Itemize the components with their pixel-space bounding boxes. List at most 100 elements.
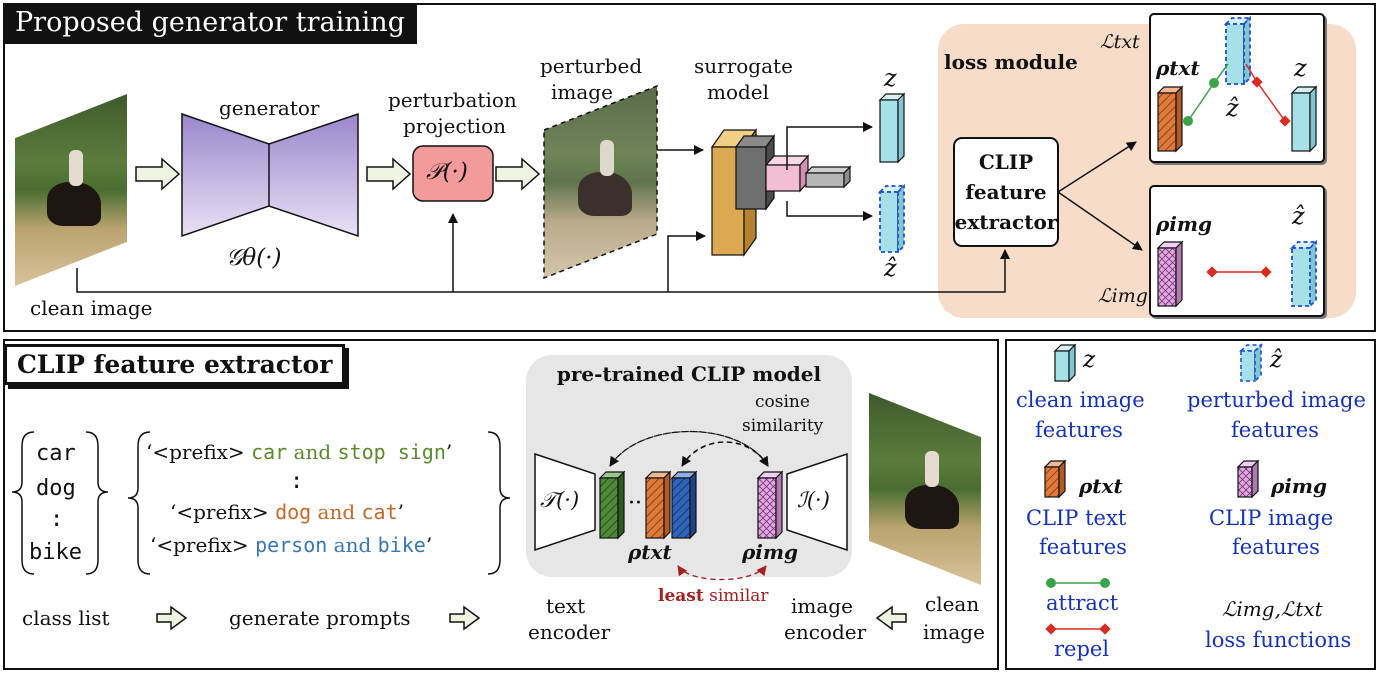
right-brace-icon	[487, 431, 511, 575]
rider-shape-bottom	[925, 451, 939, 487]
rho-img-label-bottom: ρimg	[742, 540, 799, 564]
legend-zhat-symbol: ẑ	[1270, 347, 1283, 373]
prompt-class-a: person	[255, 533, 328, 557]
generator-training-title: Proposed generator training	[3, 3, 417, 44]
generate-prompts-label: generate prompts	[229, 606, 411, 630]
rho-txt-label-top: ρtxt	[1156, 56, 1200, 80]
rider-shape	[69, 150, 83, 186]
prompt-vdots: :	[290, 469, 304, 494]
prompt-class-b: bike	[377, 533, 426, 557]
z-bar-loss-top	[1290, 85, 1318, 153]
legend-rho-txt: ρtxt	[1079, 474, 1123, 498]
text-encoder-label-2: encoder	[528, 620, 611, 644]
legend-perturbed-features-2: features	[1231, 418, 1319, 442]
legend-attract-icon	[1046, 578, 1110, 588]
blue-text-feature-bar	[670, 470, 698, 540]
loss-txt-box	[1149, 13, 1325, 163]
ellipsis-dots: ··	[628, 491, 642, 516]
hollow-arrow-icon	[156, 605, 188, 631]
text-encoder-label-1: text	[546, 594, 586, 618]
prompt-end: ’	[425, 533, 433, 557]
class-dog: dog	[36, 476, 76, 501]
prompt-1: ‘<prefix> car and stop sign’	[146, 440, 452, 464]
text-encoder-shape	[534, 452, 596, 552]
prompt-prefix: ‘<prefix>	[150, 533, 256, 557]
legend-clip-image-1: CLIP image	[1209, 506, 1334, 530]
loss-txt-symbol: ℒtxt	[1100, 31, 1140, 53]
hollow-arrow-icon	[495, 157, 541, 191]
rider-shape-perturbed	[600, 140, 614, 176]
legend-clean-features-2: features	[1035, 418, 1123, 442]
zhat-bar-loss-top	[1223, 15, 1253, 87]
orange-text-feature-bar	[644, 470, 672, 540]
image-encoder-label-2: encoder	[784, 620, 867, 644]
left-brace-icon	[11, 431, 35, 575]
clean-label-2: image	[923, 620, 985, 644]
hollow-arrow-icon	[449, 605, 481, 631]
clean-label-1: clean	[925, 592, 980, 616]
legend-clip-image-2: features	[1232, 535, 1320, 559]
image-encoder-shape	[786, 452, 848, 552]
legend-z-bar-icon	[1053, 343, 1077, 383]
class-list-label: class list	[22, 606, 110, 630]
perturbed-label-1: perturbed	[540, 54, 643, 78]
prompt-3: ‘<prefix> person and bike’	[150, 533, 432, 557]
prompt-class-a: car	[251, 440, 288, 464]
repel-connector-bottom	[1206, 266, 1272, 278]
class-car: car	[36, 441, 76, 466]
legend-attract: attract	[1046, 591, 1119, 615]
projection-symbol: 𝒫(·)	[426, 159, 468, 185]
generator-symbol: 𝒢θ(·)	[226, 245, 282, 271]
class-bike: bike	[29, 540, 82, 565]
legend-clean-features-1: clean image	[1016, 388, 1145, 412]
legend-repel-icon	[1045, 623, 1111, 635]
clip-extractor-label-1: CLIP	[978, 150, 1034, 174]
generator-label: generator	[219, 96, 320, 120]
prompt-prefix: ‘<prefix>	[146, 440, 252, 464]
hollow-arrow-icon	[366, 157, 412, 191]
projection-box	[412, 145, 494, 202]
attract-connector	[1183, 63, 1229, 126]
zhat-label-loss-top: ẑ	[1226, 94, 1239, 122]
clean-image-label: clean image	[30, 296, 153, 320]
perturbed-label-2: image	[551, 80, 613, 104]
legend-rho-img-bar-icon	[1236, 459, 1260, 499]
clip-feature-extractor-title: CLIP feature extractor	[4, 344, 346, 385]
clip-extractor-label-3: extractor	[954, 210, 1058, 234]
legend-repel: repel	[1054, 637, 1110, 661]
zhat-label-loss-bottom: ẑ	[1292, 202, 1305, 230]
image-feature-bar	[756, 470, 784, 540]
prompt-class-a: dog	[275, 500, 312, 524]
repel-connector-top	[1245, 63, 1291, 127]
projection-label-2: projection	[403, 114, 506, 138]
cosine-label-1: cosine	[755, 392, 810, 412]
rho-img-bar-top	[1156, 240, 1184, 308]
projection-label-1: perturbation	[388, 88, 517, 112]
horse-shape-bottom	[905, 485, 959, 529]
horse-shape	[47, 182, 101, 226]
green-text-feature-bar	[598, 470, 626, 540]
image-encoder-label-1: image	[791, 594, 853, 618]
legend-perturbed-features-1: perturbed image	[1187, 388, 1366, 412]
clip-extractor-label-2: feature	[965, 180, 1047, 204]
rho-img-label-top: ρimg	[1156, 212, 1213, 236]
prompt-end: ’	[397, 500, 404, 524]
z-feature-bar	[878, 92, 906, 164]
prompt-and: and	[311, 500, 362, 524]
left-brace-icon	[127, 431, 151, 575]
zhat-bar-loss-bottom	[1289, 239, 1319, 309]
image-encoder-symbol: ℐ(·)	[797, 488, 830, 512]
prompt-class-b: cat	[361, 500, 398, 524]
legend-rho-img: ρimg	[1271, 474, 1328, 498]
legend-panel	[1005, 339, 1376, 670]
flow-arrow-icons	[135, 157, 541, 191]
loss-img-symbol: ℒimg	[1098, 285, 1148, 307]
surrogate-label-1: surrogate	[694, 54, 793, 78]
clip-model-title: pre-trained CLIP model	[556, 362, 822, 386]
surrogate-label-2: model	[707, 80, 770, 104]
prompt-and: and	[287, 440, 338, 464]
cosine-label-2: similarity	[742, 416, 824, 436]
